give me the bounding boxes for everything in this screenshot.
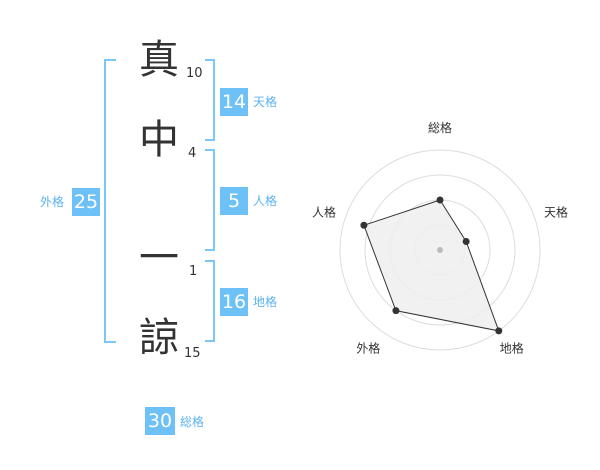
radar-axis-label-1: 総格 bbox=[428, 120, 452, 135]
tenkaku-label: 天格 bbox=[253, 95, 278, 109]
chikaku-bracket bbox=[205, 260, 215, 342]
name-char-4: 諒 bbox=[139, 315, 179, 361]
soukaku-label: 総格 bbox=[180, 415, 205, 429]
name-char-3: 一 bbox=[139, 235, 179, 281]
name-char-1: 真 bbox=[139, 37, 179, 83]
radar-point-3 bbox=[495, 327, 503, 335]
gaikaku-value: 25 bbox=[72, 188, 100, 216]
radar-axis-label-3: 地格 bbox=[500, 341, 524, 356]
radar-series-polygon bbox=[363, 199, 500, 332]
radar-point-2 bbox=[462, 238, 470, 246]
radar-grid-ring-4 bbox=[339, 149, 541, 351]
soukaku-value: 30 bbox=[145, 407, 175, 435]
radar-point-1 bbox=[436, 196, 444, 204]
jinkaku-label: 人格 bbox=[253, 194, 278, 208]
stroke-count-1: 10 bbox=[186, 66, 203, 81]
gaikaku-bracket bbox=[104, 59, 116, 343]
radar-axis-label-2: 天格 bbox=[544, 204, 568, 219]
stroke-count-2: 4 bbox=[188, 146, 197, 161]
name-char-2: 中 bbox=[139, 117, 179, 163]
radar-point-4 bbox=[392, 307, 400, 315]
radar-center-dot bbox=[437, 247, 443, 253]
jinkaku-bracket bbox=[205, 149, 215, 251]
gaikaku-label: 外格 bbox=[40, 195, 65, 209]
chikaku-value: 16 bbox=[220, 288, 248, 316]
tenkaku-bracket bbox=[205, 59, 215, 141]
radar-point-5 bbox=[360, 221, 368, 229]
stroke-count-4: 15 bbox=[184, 346, 201, 361]
stroke-count-3: 1 bbox=[189, 264, 198, 279]
radar-axis-label-5: 人格 bbox=[312, 204, 336, 219]
radar-axis-label-4: 外格 bbox=[356, 341, 380, 356]
jinkaku-value: 5 bbox=[220, 187, 248, 215]
radar-grid-ring-3 bbox=[364, 174, 516, 326]
chikaku-label: 地格 bbox=[253, 295, 278, 309]
tenkaku-value: 14 bbox=[220, 88, 248, 116]
